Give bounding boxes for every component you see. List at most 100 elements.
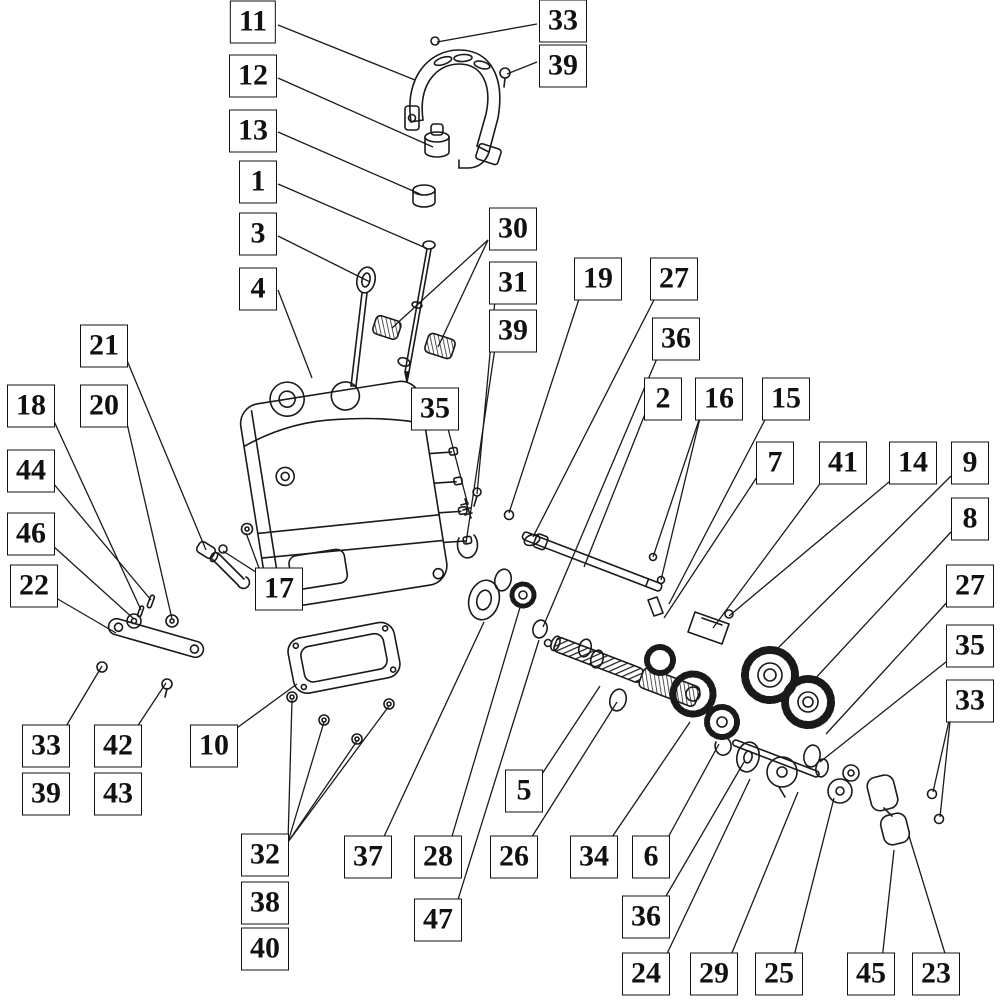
leader-line (932, 711, 952, 793)
part-plug (412, 184, 436, 208)
part-label-39-3: 39 (22, 772, 70, 816)
part-shaft (521, 531, 663, 592)
part-label-9: 9 (951, 441, 989, 485)
part-breather-cap (424, 123, 450, 158)
part-label-8: 8 (951, 497, 989, 541)
part-label-33-3: 33 (22, 724, 70, 768)
leader-line (811, 531, 952, 683)
part-label-15: 15 (762, 377, 810, 421)
part-lever (96, 594, 205, 698)
leader-line (663, 476, 758, 619)
part-label-25: 25 (755, 952, 803, 996)
part-label-27: 27 (650, 257, 698, 301)
leader-line (660, 413, 702, 581)
part-label-22: 22 (10, 564, 58, 608)
leader-line (527, 701, 618, 844)
part-label-33: 33 (539, 0, 587, 43)
part-label-12: 12 (229, 54, 277, 98)
leader-line (583, 413, 646, 568)
part-small-rings (456, 487, 553, 648)
leader-line (277, 235, 371, 283)
leader-line (449, 603, 522, 844)
leader-line (908, 835, 948, 961)
part-label-32: 32 (241, 833, 289, 877)
part-label-14: 14 (889, 441, 937, 485)
part-label-41: 41 (819, 441, 867, 485)
part-label-46: 46 (7, 512, 55, 556)
part-label-31: 31 (489, 261, 537, 305)
leader-line (52, 418, 142, 611)
part-detent-sleeves (372, 314, 456, 368)
leader-line (728, 791, 799, 961)
leader-line (52, 482, 152, 601)
part-label-44: 44 (7, 449, 55, 493)
leader-line (542, 355, 659, 628)
leader-line (55, 597, 117, 634)
leader-line (939, 711, 952, 818)
part-spline-shaft (550, 635, 740, 756)
part-label-42: 42 (94, 724, 142, 768)
leader-line (277, 131, 421, 195)
part-label-7: 7 (756, 441, 794, 485)
leader-line (455, 639, 540, 907)
part-label-33-2: 33 (946, 679, 994, 723)
part-label-28: 28 (414, 835, 462, 879)
leader-line (287, 740, 358, 843)
leader-line (728, 476, 896, 617)
part-label-36-2: 36 (622, 895, 670, 939)
leader-line (125, 357, 207, 551)
leader-line (391, 239, 489, 329)
leader-line (771, 475, 952, 655)
part-label-4: 4 (239, 267, 277, 311)
part-label-40: 40 (241, 927, 289, 971)
part-label-6: 6 (632, 835, 670, 879)
part-label-26: 26 (490, 835, 538, 879)
leader-line (277, 24, 416, 81)
leader-line (668, 413, 769, 605)
leader-line (287, 699, 293, 843)
leader-line (792, 797, 835, 961)
part-label-39-2: 39 (489, 309, 537, 353)
leader-line (287, 721, 325, 843)
leader-line (229, 683, 298, 734)
part-label-20: 20 (80, 384, 128, 428)
leader-line (436, 23, 538, 43)
part-label-10: 10 (190, 724, 238, 768)
leader-line (465, 347, 496, 544)
leader-line (532, 295, 657, 538)
part-label-35-2: 35 (946, 624, 994, 668)
part-label-45: 45 (847, 952, 895, 996)
part-label-18: 18 (7, 384, 55, 428)
part-label-38: 38 (241, 881, 289, 925)
leader-line (287, 705, 390, 843)
leader-line (508, 295, 581, 514)
part-label-30: 30 (489, 207, 537, 251)
part-label-13: 13 (229, 109, 277, 153)
leader-line (607, 721, 691, 844)
leader-line (506, 61, 538, 75)
part-label-17: 17 (255, 567, 303, 611)
part-label-21: 21 (80, 324, 128, 368)
part-label-16: 16 (695, 377, 743, 421)
leader-line (819, 657, 952, 763)
leader-line (664, 743, 720, 844)
part-label-27-2: 27 (946, 564, 994, 608)
part-label-29: 29 (690, 952, 738, 996)
part-label-1: 1 (239, 160, 277, 204)
part-label-39: 39 (539, 44, 587, 88)
part-label-47: 47 (414, 898, 462, 942)
part-plunger (350, 266, 377, 387)
part-label-43: 43 (94, 772, 142, 816)
leader-line (712, 476, 826, 629)
part-rail-discs (732, 739, 860, 804)
leader-line (881, 849, 895, 961)
part-label-36: 36 (652, 317, 700, 361)
leader-line (277, 77, 434, 148)
part-fork (866, 774, 945, 846)
part-label-23: 23 (912, 952, 960, 996)
part-label-3: 3 (239, 212, 277, 256)
leader-line (663, 778, 751, 961)
leader-line (61, 665, 103, 734)
